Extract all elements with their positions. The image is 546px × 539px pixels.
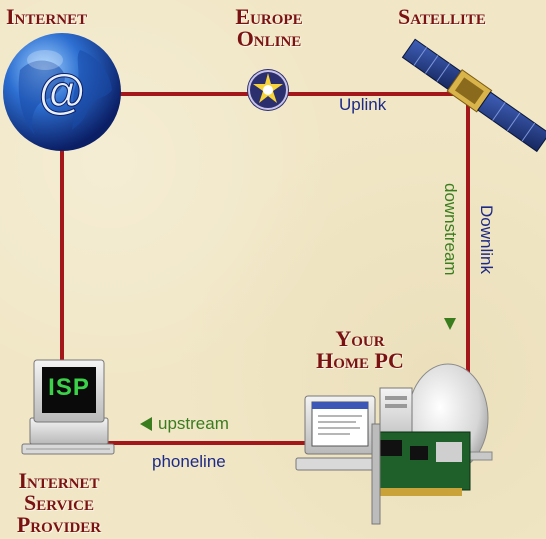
isp-title-line2: Service xyxy=(23,490,95,515)
isp-title: Internet Service Provider xyxy=(4,470,114,536)
internet-title: Internet xyxy=(6,4,88,29)
isp-screen-text: ISP xyxy=(48,374,90,401)
home-pc-title-line1: Your xyxy=(335,326,385,351)
europe-online-title-line1: Europe xyxy=(235,4,303,29)
downstream-label: downstream xyxy=(441,183,460,276)
downlink-label: Downlink xyxy=(477,205,496,274)
satellite-title: Satellite xyxy=(398,4,486,29)
downstream-arrow-icon xyxy=(444,318,456,330)
home-pc-title: Your Home PC xyxy=(300,328,420,372)
globe-icon: @ xyxy=(3,33,121,151)
upstream-arrow-icon xyxy=(140,417,152,431)
svg-text:@: @ xyxy=(39,66,86,119)
isp-computer-icon xyxy=(21,359,115,455)
phoneline-label: phoneline xyxy=(152,452,226,471)
europe-online-title-line2: Online xyxy=(236,26,302,51)
isp-title-line3: Provider xyxy=(16,512,102,537)
isp-title-line1: Internet xyxy=(18,468,100,493)
uplink-label: Uplink xyxy=(339,95,387,114)
upstream-label: upstream xyxy=(158,414,229,433)
europe-online-title: Europe Online xyxy=(224,6,314,50)
home-pc-title-line2: Home PC xyxy=(316,348,404,373)
satellite-icon xyxy=(401,38,546,153)
home-pc-icon xyxy=(295,363,493,525)
europe-online-logo xyxy=(247,69,289,111)
